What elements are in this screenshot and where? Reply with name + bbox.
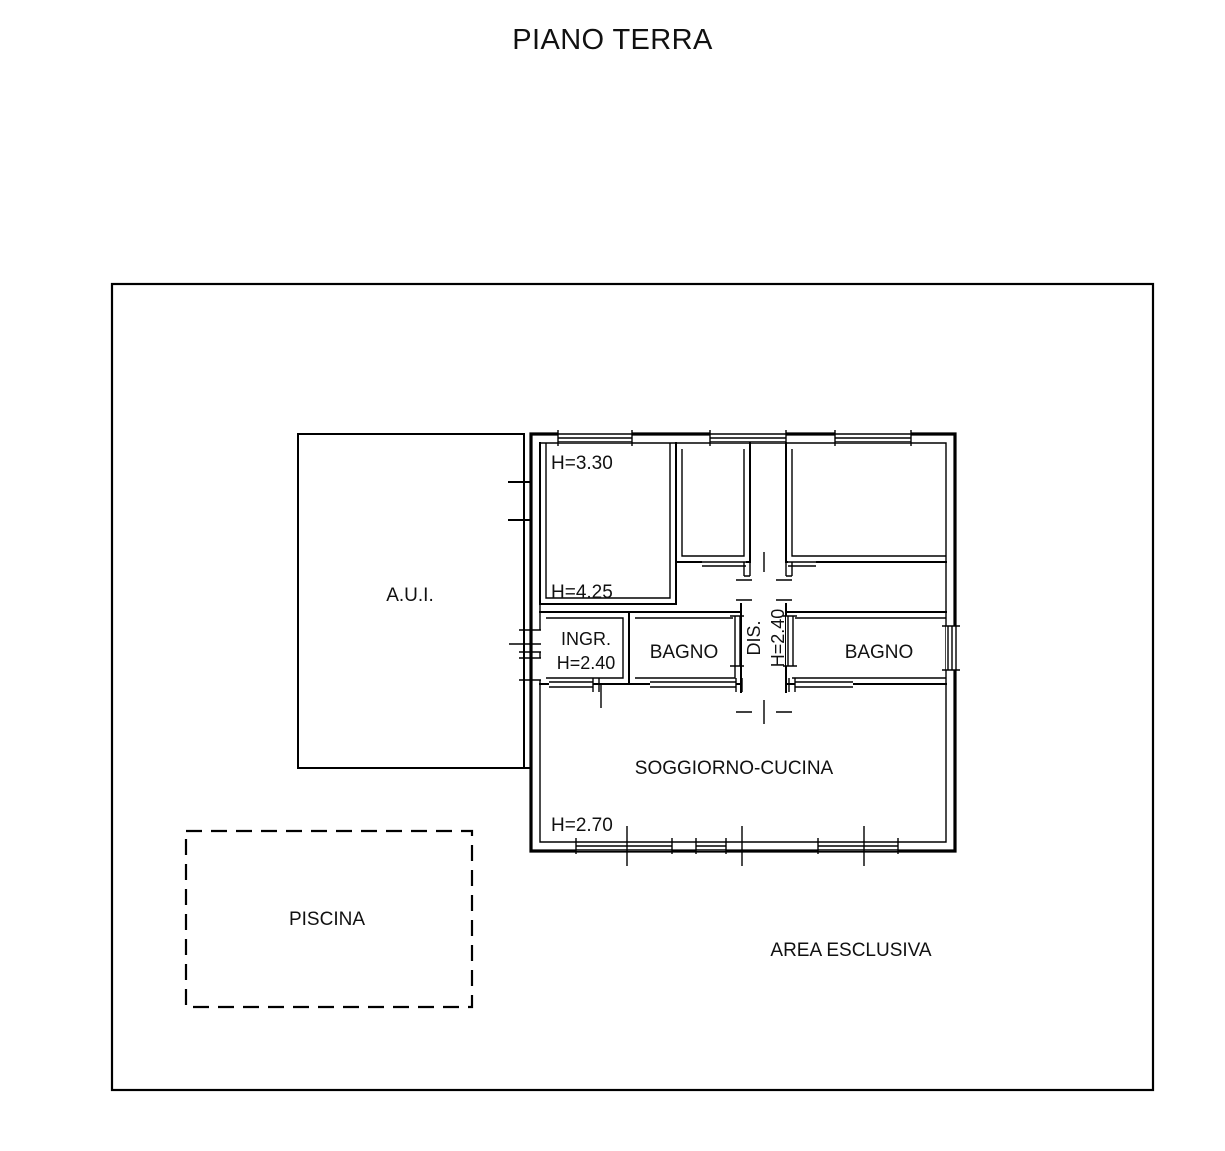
lot-boundary bbox=[110, 282, 1155, 1092]
window-south-2 bbox=[695, 838, 727, 854]
height-label-disimpegno: H=2.40 bbox=[768, 609, 788, 668]
room-label-soggiorno-cucina: SOGGIORNO-CUCINA bbox=[635, 758, 834, 779]
bagno-right-inner bbox=[792, 617, 946, 679]
label-piscina: PISCINA bbox=[289, 909, 365, 930]
height-label-ingresso: H=2.40 bbox=[557, 653, 616, 673]
page-title: PIANO TERRA bbox=[512, 24, 713, 56]
door-bagno-left-south bbox=[650, 678, 743, 692]
door-bedroom-center bbox=[702, 558, 751, 577]
left-wall-door-openings bbox=[509, 629, 541, 681]
window-right-wall bbox=[942, 625, 960, 671]
room-label-ingresso: INGR. bbox=[561, 629, 611, 649]
window-top-left bbox=[557, 430, 633, 446]
label-area-esclusiva: AREA ESCLUSIVA bbox=[770, 940, 932, 961]
window-top-right bbox=[834, 430, 912, 446]
window-south-3 bbox=[817, 838, 899, 854]
door-bagno-right-south bbox=[788, 678, 853, 692]
piscina-outline bbox=[184, 829, 474, 1009]
bedroom-center-inner bbox=[681, 449, 745, 557]
room-label-bagno-left: BAGNO bbox=[650, 642, 719, 663]
bedroom-nw-inner bbox=[545, 443, 671, 599]
window-top-middle bbox=[709, 430, 787, 446]
house-outer-wall-inner-face bbox=[539, 442, 947, 843]
house-outer-wall bbox=[529, 432, 957, 853]
door-ingresso-soggiorno bbox=[549, 678, 600, 692]
room-label-disimpegno: DIS. bbox=[744, 620, 764, 655]
height-label-camera-sud: H=4.25 bbox=[551, 582, 613, 603]
room-label-aui: A.U.I. bbox=[386, 585, 434, 606]
ingresso-inner bbox=[546, 617, 624, 679]
door-bedroom-ne bbox=[785, 558, 816, 577]
bedroom-ne-walls bbox=[785, 442, 947, 563]
height-label-camera-nord: H=3.30 bbox=[551, 453, 613, 474]
aui-house-connection-wall bbox=[523, 481, 532, 769]
aui-step-wall bbox=[508, 481, 525, 769]
door-bagno-right bbox=[783, 615, 797, 667]
window-south-1 bbox=[575, 838, 673, 854]
corridoio-opening-marks bbox=[736, 579, 792, 713]
bedroom-center-walls bbox=[675, 442, 751, 563]
south-opening-guides bbox=[626, 826, 865, 866]
bedroom-ne-inner bbox=[791, 449, 946, 557]
room-label-bagno-right: BAGNO bbox=[845, 642, 914, 663]
height-label-soggiorno: H=2.70 bbox=[551, 815, 613, 836]
